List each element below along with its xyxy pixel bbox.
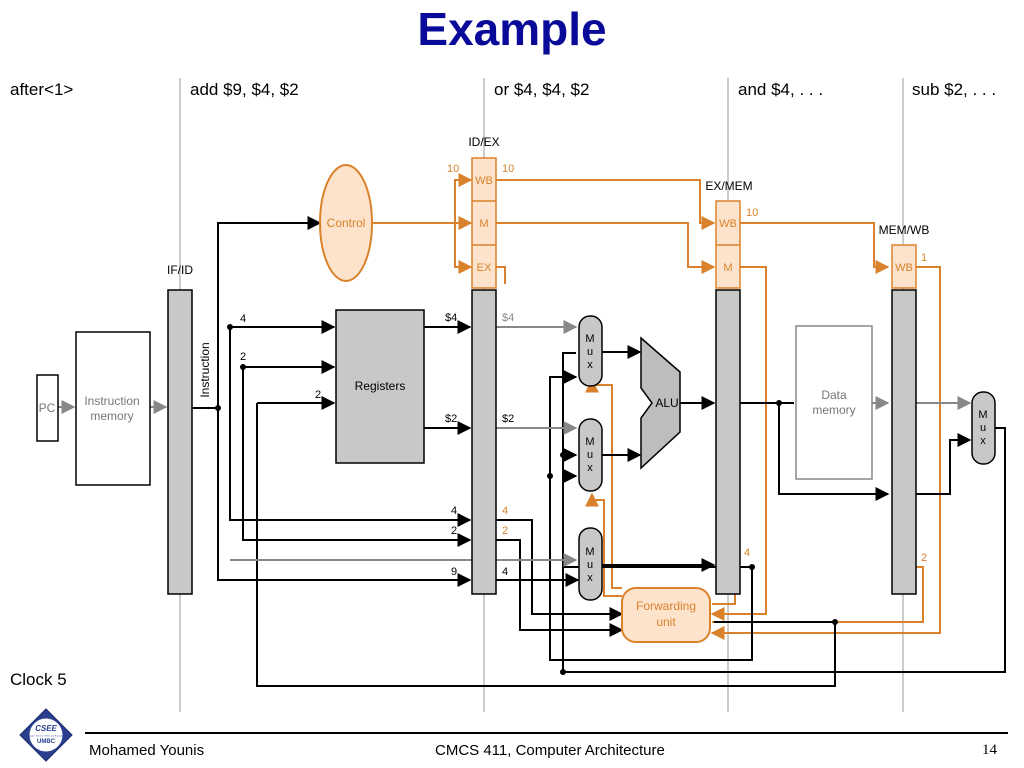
mux-letters: M u x M u x M u x M u x [585,333,987,584]
mem-wb-rd-value: 2 [921,552,927,564]
rd-field-value: 2 [315,389,321,401]
clock-label: Clock 5 [10,670,67,689]
stage-if-label: after<1> [10,80,74,99]
id-ex-rs-in-value: 4 [451,505,457,517]
register-file [335,309,425,464]
data-memory-label-2: memory [812,403,855,417]
mux-letter: u [587,449,593,461]
stage-id-label: add $9, $4, $2 [190,80,299,99]
control-label: Control [327,216,366,230]
id-ex-register [471,289,497,595]
stage-ex-label: or $4, $4, $2 [494,80,590,99]
logo-ring-text: Computer Science / Electrical Engineerin… [26,735,68,738]
mem-wb-wb-out-value: 1 [921,252,927,264]
reg-read2-value: $2 [445,413,457,425]
writeback-mux [971,391,996,465]
reg-read1-value: $4 [445,312,457,324]
id-ex-rt-in-value: 2 [451,525,457,537]
if-id-register [167,289,193,595]
page-number: 14 [982,742,997,758]
mux-letter: x [587,572,593,584]
data-memory-label-1: Data [821,388,847,402]
alu [640,336,681,470]
ex-mem-wb-out-value: 10 [746,207,758,219]
junction-dots [215,324,838,675]
gray-wires [58,320,972,567]
alu-label: ALU [655,396,678,410]
mem-wb-control-register [891,244,917,289]
ex-mem-wb-field: WB [719,218,737,230]
value-annotations: 10 10 10 1 4 2 2 $4 $2 $4 $2 4 2 9 4 2 4… [240,163,927,578]
instruction-memory [75,331,151,486]
ex-mem-label: EX/MEM [705,179,752,193]
instruction-memory-label-2: memory [90,409,133,423]
mux-letter: M [585,436,594,448]
stage-mem-label: and $4, . . . [738,80,824,99]
if-id-label: IF/ID [167,263,193,277]
id-ex-wb-in-value: 10 [447,163,459,175]
regdst-mux [578,527,603,601]
id-ex-ex-field: EX [477,262,492,274]
mux-letter: u [587,346,593,358]
forwarding-unit-label-2: unit [656,615,676,629]
footer-course: CMCS 411, Computer Architecture [435,742,665,759]
footer-author: Mohamed Younis [89,742,205,759]
mux-letter: M [585,333,594,345]
forwarding-unit-label-1: Forwarding [636,599,696,613]
mux-letter: x [587,462,593,474]
mux-letter: u [587,559,593,571]
ex-mem-rd-value: 4 [744,547,750,559]
id-ex-rd-out-value: 4 [502,566,508,578]
id-ex-rs-out-value: 4 [502,505,508,517]
id-ex-wb-field: WB [475,175,493,187]
id-ex-out1-value: $4 [502,312,514,324]
mux-letter: u [980,422,986,434]
pc-label: PC [39,401,56,415]
stage-wb-label: sub $2, . . . [912,80,997,99]
pc-register [36,374,59,442]
mem-wb-wb-field: WB [895,262,913,274]
id-ex-m-field: M [479,218,488,230]
forward-b-mux [578,418,603,492]
ex-mem-register [715,289,741,595]
mux-letter: M [978,409,987,421]
csee-umbc-logo: CSEE UMBC Computer Science / Electrical … [19,708,73,762]
slide-title: Example [417,3,607,55]
register-file-label: Registers [355,379,406,393]
mem-wb-register [891,289,917,595]
id-ex-wb-out-value: 10 [502,163,514,175]
id-ex-label: ID/EX [468,135,499,149]
id-ex-control-register [471,157,497,289]
forwarding-unit [621,587,711,643]
id-ex-rd-in-value: 9 [451,566,457,578]
stage-dividers [179,78,904,712]
id-ex-out2-value: $2 [502,413,514,425]
data-memory [795,325,873,480]
logo-umbc-text: UMBC [37,739,56,745]
datapath-wires [192,216,1006,687]
ex-mem-m-field: M [723,262,732,274]
instruction-vertical-label: Instruction [198,342,212,397]
logo-csee-text: CSEE [35,724,57,733]
forward-a-mux [578,315,603,387]
mux-letter: x [587,359,593,371]
control-unit [319,164,373,282]
rs-field-value: 4 [240,313,246,325]
id-ex-rt-out-value: 2 [502,525,508,537]
instruction-memory-label-1: Instruction [84,394,139,408]
rt-field-value: 2 [240,351,246,363]
mux-letter: x [980,435,986,447]
mem-wb-label: MEM/WB [879,223,930,237]
mux-letter: M [585,546,594,558]
